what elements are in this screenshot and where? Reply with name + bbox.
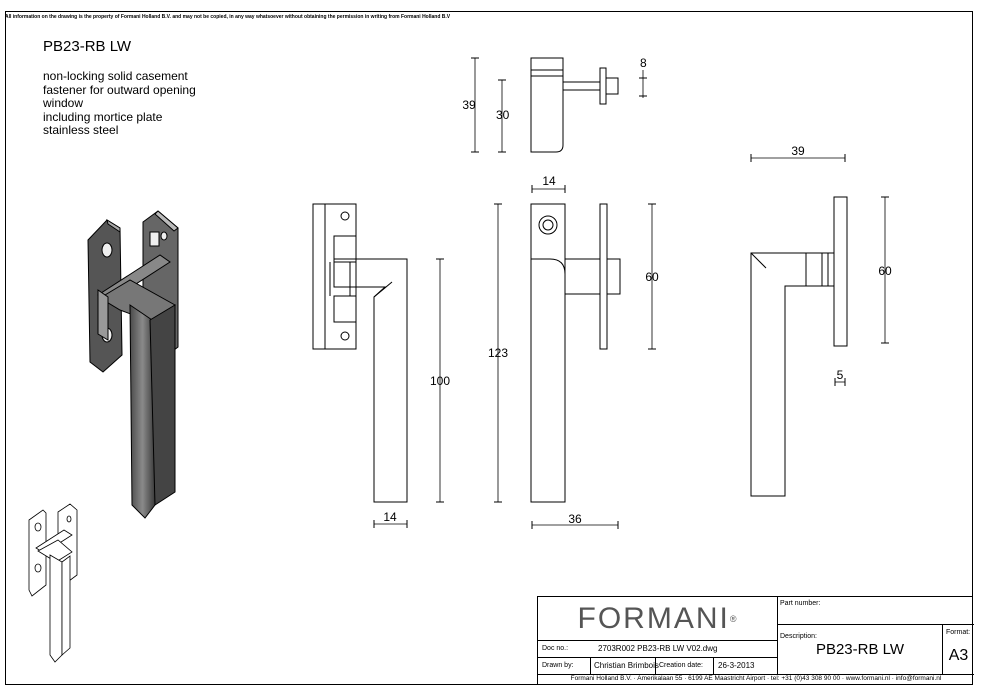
title-block: FORMANI® Doc no.: 2703R002 PB23-RB LW V0…: [537, 596, 974, 685]
format-label: Format:: [946, 629, 971, 636]
side-view: [494, 185, 656, 529]
company-footer: Formani Holland B.V. · Amerikalaan 55 · …: [570, 675, 942, 682]
divider: [590, 657, 591, 674]
doc-no-label: Doc no.:: [542, 645, 569, 652]
isometric-view-outline: [28, 503, 78, 663]
divider: [713, 657, 714, 674]
dim-60-right: 60: [878, 264, 892, 278]
description-value: PB23-RB LW: [815, 641, 905, 658]
dim-14-bottom: 14: [383, 510, 397, 524]
logo-text: FORMANI: [577, 601, 730, 635]
description-label: Description:: [780, 633, 817, 640]
description-line: stainless steel: [43, 123, 119, 137]
divider: [538, 657, 778, 658]
drawing-frame: [5, 11, 973, 685]
front-view: [312, 203, 444, 528]
dim-39-right: 39: [791, 144, 805, 158]
dim-60-side: 60: [645, 270, 659, 284]
right-view: [750, 154, 889, 497]
top-view: [471, 57, 647, 153]
dim-36: 36: [568, 512, 582, 526]
divider: [655, 657, 656, 674]
dim-14-top: 14: [542, 174, 556, 188]
divider: [777, 624, 974, 625]
format-value: A3: [948, 647, 969, 664]
divider: [538, 674, 974, 675]
copyright-notice: All information on the drawing is the pr…: [5, 14, 451, 20]
dim-5: 5: [837, 368, 844, 382]
creation-date-value: 26-3-2013: [718, 661, 755, 670]
description-line: including mortice plate: [43, 109, 163, 124]
divider: [777, 597, 778, 674]
product-title: PB23-RB LW: [43, 38, 132, 55]
description-line: window: [43, 96, 84, 110]
dim-8-top: 8: [640, 56, 647, 70]
dim-123: 123: [488, 346, 508, 360]
dim-100: 100: [430, 374, 450, 388]
description-line: fastener for outward opening: [43, 82, 196, 97]
dim-39-top: 39: [462, 98, 476, 112]
divider: [538, 640, 778, 641]
product-description: non-locking solid casement fastener for …: [43, 69, 196, 138]
dim-30-top: 30: [496, 108, 510, 122]
part-number-label: Part number:: [780, 600, 821, 607]
divider: [942, 624, 943, 674]
logo-registered-mark: ®: [729, 613, 739, 624]
doc-no-value: 2703R002 PB23-RB LW V02.dwg: [598, 644, 718, 653]
creation-date-label: Creation date:: [659, 662, 703, 669]
description-line: non-locking solid casement: [43, 69, 188, 83]
drawn-by-label: Drawn by:: [542, 662, 574, 669]
isometric-view-shaded: [87, 210, 179, 519]
formani-logo: FORMANI®: [538, 597, 778, 640]
drawn-by-value: Christian Brimbois: [594, 661, 659, 670]
